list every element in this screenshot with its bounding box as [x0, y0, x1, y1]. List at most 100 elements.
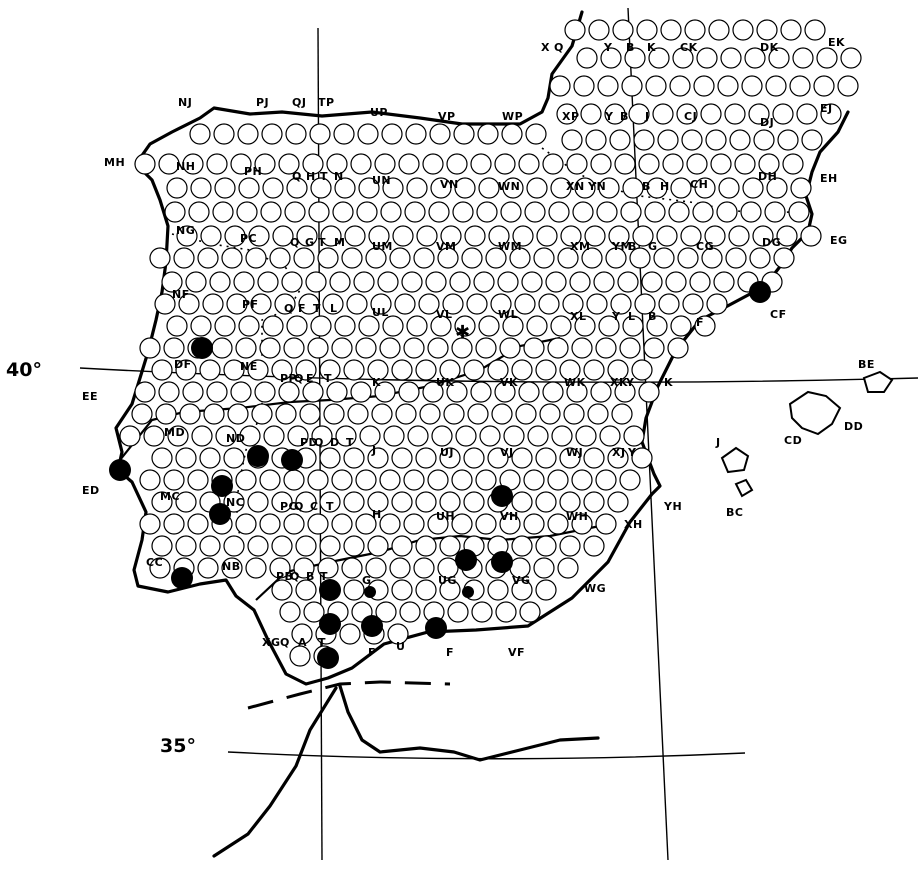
grid-square-circle — [451, 337, 473, 359]
grid-square-label: B — [628, 240, 637, 253]
grid-square-circle — [398, 381, 420, 403]
grid-square-circle — [161, 271, 183, 293]
grid-square-circle — [439, 535, 461, 557]
grid-square-circle — [547, 337, 569, 359]
record-inner-dot — [462, 586, 474, 598]
grid-square-circle — [440, 225, 462, 247]
grid-square-circle — [557, 247, 579, 269]
grid-square-circle — [413, 557, 435, 579]
grid-square-circle — [776, 225, 798, 247]
grid-square-circle — [571, 469, 593, 491]
grid-square-circle — [670, 177, 692, 199]
grid-square-circle — [580, 103, 602, 125]
grid-square-label: BC — [726, 506, 743, 519]
grid-square-label: DK — [760, 41, 779, 54]
grid-square-circle — [533, 557, 555, 579]
grid-square-circle — [399, 601, 421, 623]
grid-square-circle — [662, 153, 684, 175]
grid-square-circle — [684, 19, 706, 41]
grid-square-label: WH — [566, 510, 588, 523]
grid-square-label: K — [372, 376, 381, 389]
grid-square-label: J — [371, 444, 377, 457]
grid-square-circle — [143, 425, 165, 447]
grid-square-label: CG — [696, 240, 714, 253]
grid-square-circle — [575, 425, 597, 447]
grid-square-circle — [344, 225, 366, 247]
grid-square-circle — [167, 425, 189, 447]
grid-square-circle — [163, 337, 185, 359]
grid-square-circle — [355, 469, 377, 491]
grid-square-circle — [734, 153, 756, 175]
record-filled-dot — [247, 445, 269, 467]
grid-square-circle — [359, 425, 381, 447]
grid-square-circle — [605, 247, 627, 269]
grid-square-circle — [139, 337, 161, 359]
grid-square-circle — [497, 271, 519, 293]
grid-square-label: PH — [244, 165, 262, 178]
north-africa-coast — [338, 684, 600, 762]
grid-square-circle — [717, 75, 739, 97]
grid-square-circle — [418, 293, 440, 315]
grid-square-circle — [319, 447, 341, 469]
grid-square-circle — [789, 75, 811, 97]
grid-square-label: CD — [784, 434, 802, 447]
grid-square-circle — [514, 293, 536, 315]
grid-square-circle — [303, 601, 325, 623]
grid-square-circle — [347, 403, 369, 425]
grid-square-circle — [343, 491, 365, 513]
grid-square-circle — [669, 75, 691, 97]
grid-square-label: Q — [290, 570, 300, 583]
grid-square-circle — [419, 403, 441, 425]
grid-square-circle — [389, 247, 411, 269]
grid-square-circle — [382, 315, 404, 337]
grid-square-circle — [339, 623, 361, 645]
grid-square-circle — [189, 123, 211, 145]
grid-square-circle — [494, 381, 516, 403]
grid-square-circle — [463, 491, 485, 513]
grid-square-circle — [511, 359, 533, 381]
grid-square-circle — [350, 153, 372, 175]
grid-square-circle — [203, 403, 225, 425]
grid-square-label: H — [372, 508, 382, 521]
grid-square-circle — [262, 315, 284, 337]
grid-square-label: XP — [562, 110, 580, 123]
grid-square-label: Q — [314, 436, 324, 449]
grid-square-circle — [166, 315, 188, 337]
grid-square-label: NJ — [178, 96, 192, 109]
grid-square-circle — [239, 425, 261, 447]
grid-square-circle — [621, 75, 643, 97]
grid-square-label: YN — [587, 180, 606, 193]
grid-square-circle — [257, 271, 279, 293]
grid-square-circle — [308, 201, 330, 223]
grid-square-circle — [271, 535, 293, 557]
grid-square-label: G — [648, 240, 658, 253]
grid-square-circle — [279, 601, 301, 623]
grid-square-circle — [391, 579, 413, 601]
grid-square-circle — [230, 381, 252, 403]
island-formentera — [734, 478, 754, 498]
grid-square-circle — [331, 469, 353, 491]
grid-square-circle — [437, 247, 459, 269]
grid-square-circle — [796, 103, 818, 125]
grid-square-circle — [732, 19, 754, 41]
grid-square-label: DD — [844, 420, 863, 433]
grid-square-circle — [416, 225, 438, 247]
grid-square-circle — [624, 47, 646, 69]
grid-square-circle — [574, 315, 596, 337]
grid-square-circle — [718, 177, 740, 199]
grid-square-circle — [619, 469, 641, 491]
grid-square-label: NF — [172, 288, 190, 301]
grid-square-circle — [728, 225, 750, 247]
grid-square-circle — [559, 535, 581, 557]
grid-square-circle — [343, 535, 365, 557]
grid-square-label: K — [647, 41, 656, 54]
grid-square-label: VP — [438, 110, 456, 123]
grid-square-circle — [667, 337, 689, 359]
grid-square-circle — [322, 293, 344, 315]
grid-square-circle — [535, 447, 557, 469]
grid-square-circle — [547, 469, 569, 491]
grid-square-circle — [283, 469, 305, 491]
grid-square-circle — [574, 177, 596, 199]
grid-square-circle — [296, 225, 318, 247]
grid-square-label: L — [330, 302, 338, 315]
